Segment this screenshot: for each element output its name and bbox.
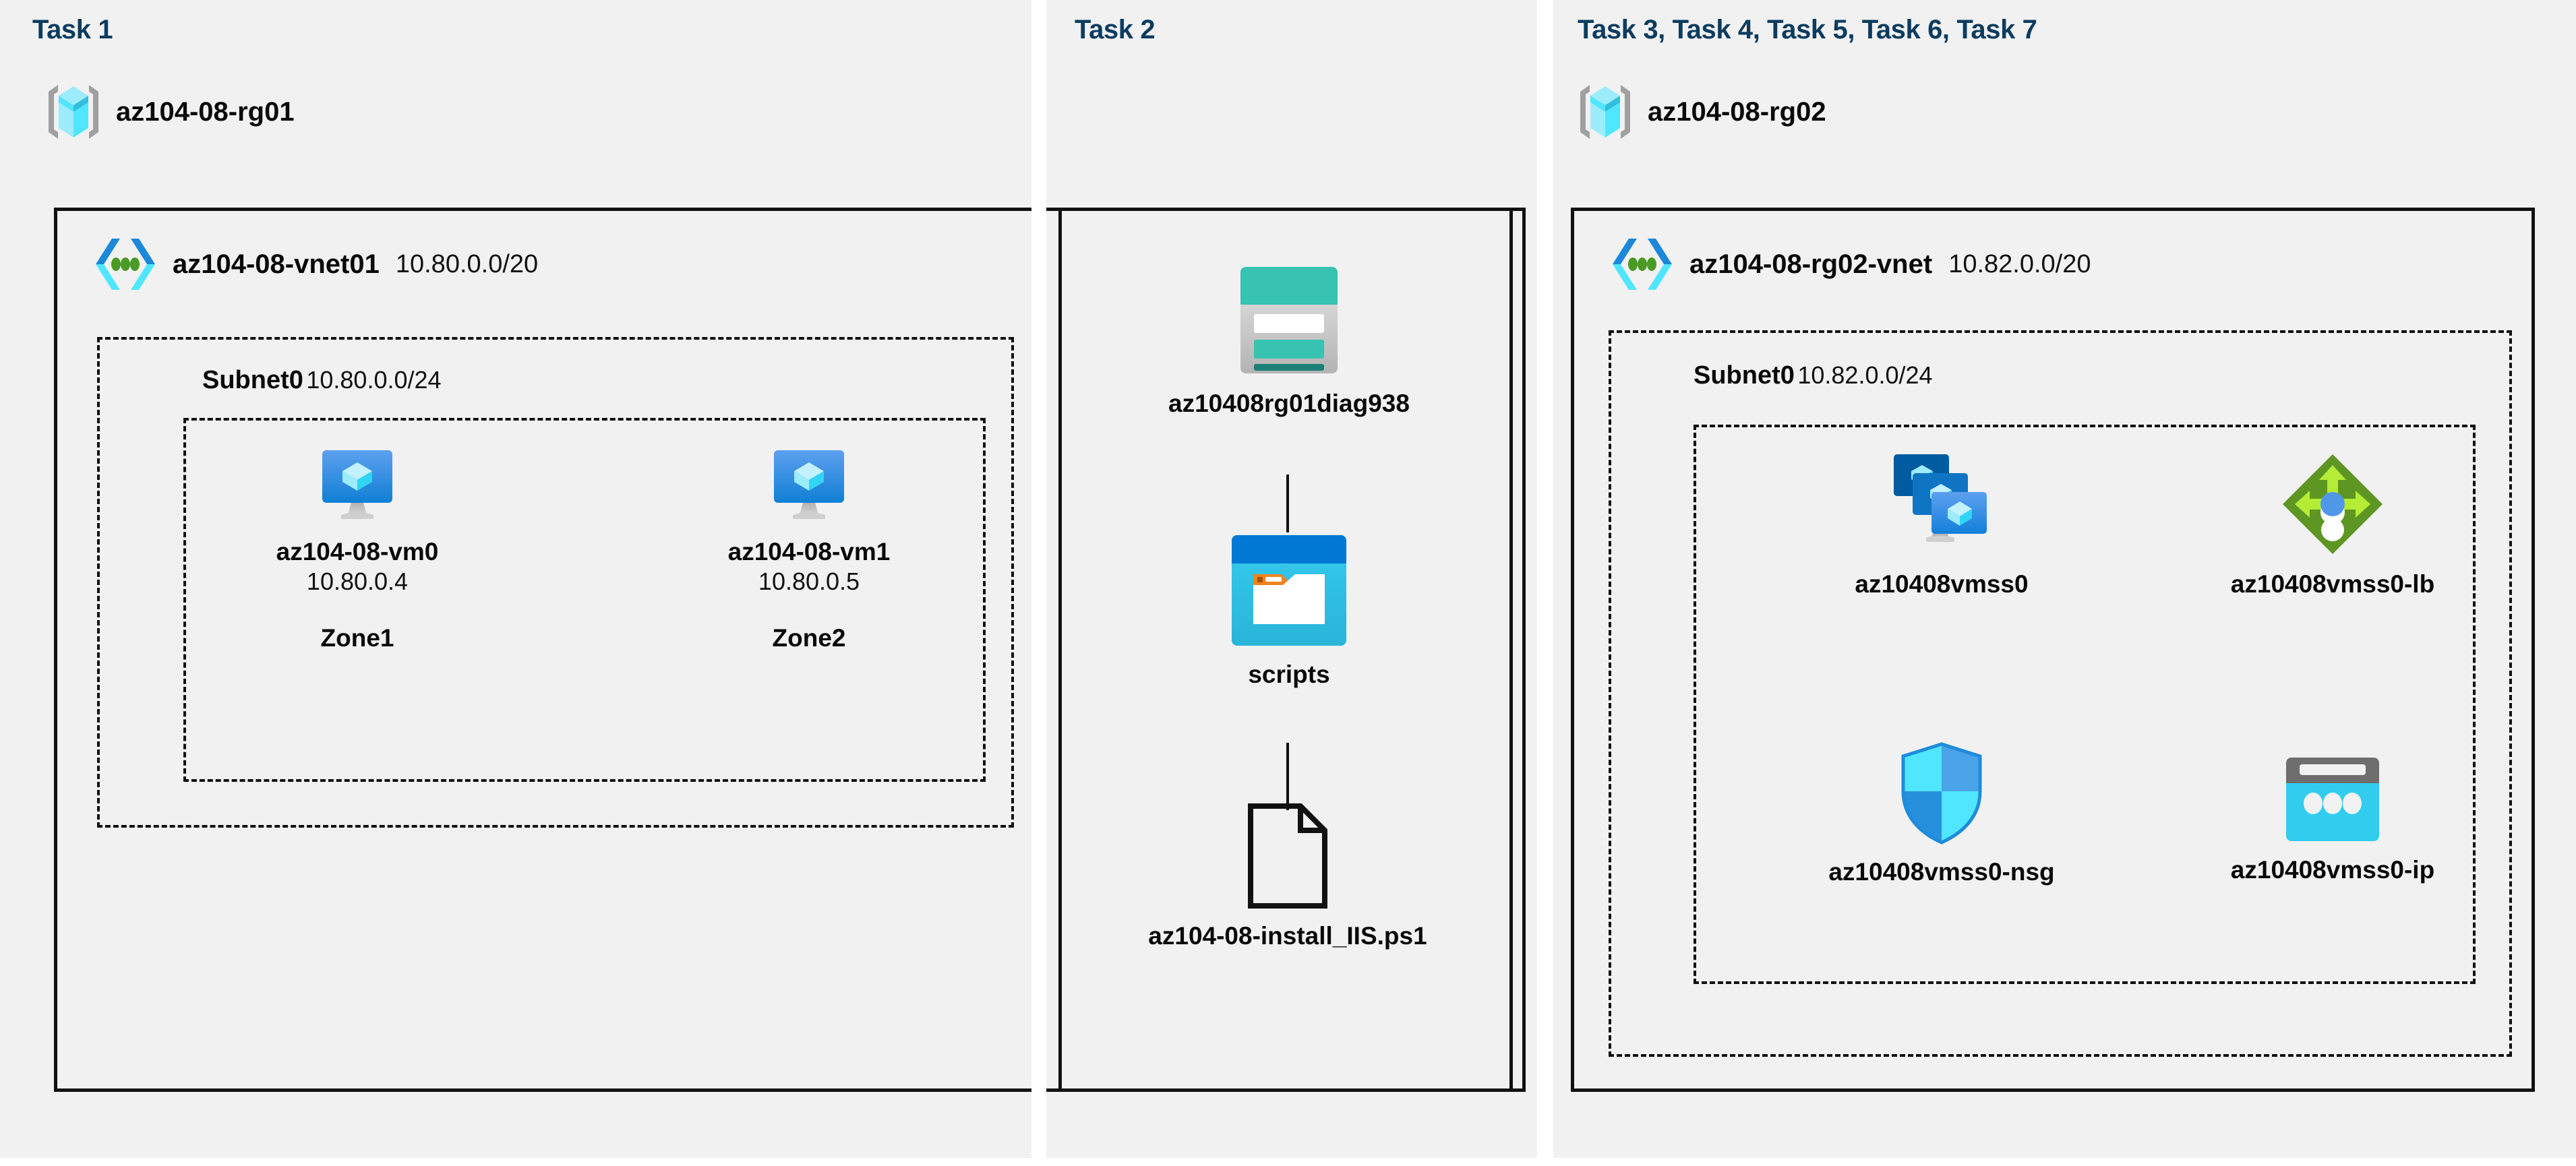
panel-gutter-left [1031, 0, 1046, 1166]
vnet-name: az104-08-rg02-vnet [1689, 249, 1933, 279]
vm-name: az104-08-vm0 [276, 538, 439, 565]
node-blob-container[interactable]: scripts [1188, 532, 1390, 689]
vm-scale-set-icon [1884, 450, 1999, 558]
node-az104-08-vm1[interactable]: az104-08-vm1 10.80.0.5 Zone2 [688, 445, 930, 652]
virtual-machine-icon [317, 445, 398, 526]
virtual-machine-icon [769, 445, 849, 526]
node-az104-08-vm0[interactable]: az104-08-vm0 10.80.0.4 Zone1 [236, 445, 479, 652]
task3to7-panel [1553, 0, 2576, 1158]
file-icon [1244, 802, 1331, 910]
vm-name: az104-08-vm1 [727, 538, 891, 565]
node-vm-scale-set[interactable]: az10408vmss0 [1753, 450, 2130, 599]
storage-account-name: az10408rg01diag938 [1168, 390, 1410, 417]
node-load-balancer[interactable]: az10408vmss0-lb [2157, 450, 2508, 599]
task-label-1: Task 1 [32, 15, 113, 44]
resource-group-icon [1578, 80, 1633, 144]
availability-zone-group-boundary [183, 418, 986, 782]
task2-boundary [1058, 208, 1526, 1092]
resource-group-row-1: az104-08-rg01 [46, 80, 295, 144]
blob-container-name: scripts [1248, 661, 1330, 688]
subnet-name: Subnet0 [1694, 361, 1795, 390]
network-security-group-name: az10408vmss0-nsg [1828, 858, 2055, 886]
vm-scale-set-name: az10408vmss0 [1855, 570, 2029, 598]
vnet-cidr: 10.82.0.0/20 [1948, 249, 2091, 278]
node-storage-account[interactable]: az10408rg01diag938 [1141, 263, 1437, 419]
vm-ip-address: 10.80.0.5 [758, 567, 860, 595]
task-label-3: Task 3, Task 4, Task 5, Task 6, Task 7 [1578, 15, 2037, 44]
public-ip-address-name: az10408vmss0-ip [2230, 856, 2435, 884]
network-security-group-icon [1898, 741, 1985, 846]
vnet-boundary-az104-08-vnet01 [54, 208, 1513, 1092]
panel-gutter-right [1537, 0, 1553, 1166]
connector-container-to-file [1286, 743, 1289, 810]
subnet-name: Subnet0 [202, 366, 303, 394]
subnet-boundary-2 [1609, 330, 2512, 1057]
subnet-cidr: 10.82.0.0/24 [1797, 361, 1933, 389]
subnet-label-1: Subnet0 10.80.0.0/24 [202, 366, 442, 395]
virtual-network-icon [1611, 236, 1673, 293]
vnet-boundary-az104-08-rg02-vnet [1571, 208, 2535, 1092]
virtual-network-icon [94, 236, 156, 293]
resource-group-name: az104-08-rg02 [1648, 96, 1826, 127]
subnet-cidr: 10.80.0.0/24 [306, 366, 442, 394]
vnet-name: az104-08-vnet01 [173, 249, 380, 279]
vm-zone: Zone2 [772, 624, 846, 652]
node-public-ip-address[interactable]: az10408vmss0-ip [2157, 755, 2508, 885]
vmss-resource-group-boundary [1694, 425, 2476, 984]
blob-container-icon [1229, 532, 1349, 648]
vnet-cidr: 10.80.0.0/20 [395, 249, 539, 278]
node-network-security-group[interactable]: az10408vmss0-nsg [1753, 741, 2130, 887]
load-balancer-name: az10408vmss0-lb [2230, 570, 2435, 598]
vnet-header-2: az104-08-rg02-vnet 10.82.0.0/20 [1611, 236, 2091, 293]
load-balancer-icon [2279, 450, 2387, 558]
public-ip-address-icon [2282, 755, 2383, 844]
vnet-header-1: az104-08-vnet01 10.80.0.0/20 [94, 236, 538, 293]
file-name: az104-08-install_IIS.ps1 [1148, 922, 1427, 950]
subnet-boundary-1 [97, 337, 1014, 828]
node-powershell-script-file[interactable]: az104-08-install_IIS.ps1 [1079, 802, 1497, 951]
subnet-label-2: Subnet0 10.82.0.0/24 [1694, 361, 1933, 390]
task-label-2: Task 2 [1075, 15, 1156, 44]
vm-ip-address: 10.80.0.4 [306, 567, 409, 595]
resource-group-icon [46, 80, 101, 144]
resource-group-row-2: az104-08-rg02 [1578, 80, 1826, 144]
task1-panel [0, 0, 1031, 1158]
vm-zone: Zone1 [320, 624, 394, 652]
storage-account-icon [1228, 263, 1350, 377]
connector-storage-to-container [1286, 474, 1289, 532]
resource-group-name: az104-08-rg01 [116, 96, 295, 127]
